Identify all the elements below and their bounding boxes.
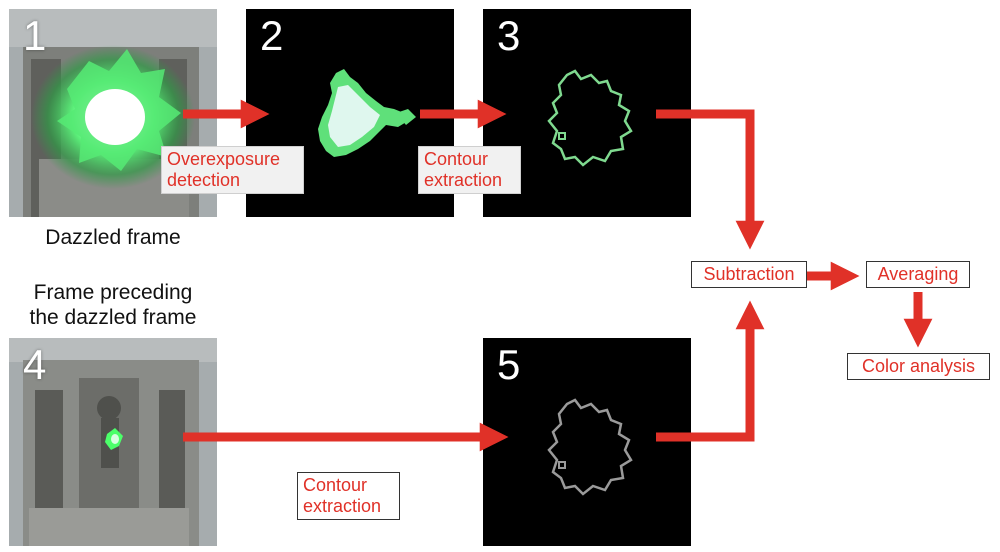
label-line-1: Contour — [424, 149, 489, 169]
label-text: Color analysis — [861, 356, 976, 376]
caption-preceding-frame: Frame preceding the dazzled frame — [0, 280, 226, 330]
contour-extraction-bottom-label: Contour extraction — [297, 472, 400, 520]
panel-number: 1 — [23, 12, 47, 59]
subtraction-label: Subtraction — [691, 261, 807, 288]
grey-contour-image — [547, 398, 633, 496]
label-line-1: Overexposure — [167, 149, 281, 169]
label-text: Subtraction — [703, 264, 795, 284]
panel-number: 5 — [497, 341, 521, 388]
caption-line-1: Frame preceding — [33, 281, 193, 304]
label-text: Averaging — [877, 264, 959, 284]
label-line-2: extraction — [303, 496, 382, 516]
overexposure-detection-label: Overexposure detection — [161, 146, 304, 194]
label-line-1: Contour — [303, 475, 368, 495]
label-line-2: detection — [167, 170, 241, 190]
panel-4-preceding-frame: 4 — [9, 338, 217, 546]
contour-extraction-top-label: Contour extraction — [418, 146, 521, 194]
green-contour-image — [547, 69, 633, 167]
overexposed-region-image — [318, 69, 416, 157]
label-line-2: extraction — [424, 170, 503, 190]
color-analysis-label: Color analysis — [847, 353, 990, 380]
panel-number: 4 — [23, 341, 47, 388]
averaging-label: Averaging — [866, 261, 970, 288]
panel-number: 2 — [260, 12, 284, 59]
panel-5-contour: 5 — [483, 338, 691, 546]
panel-number: 3 — [497, 12, 521, 59]
caption-line-2: the dazzled frame — [29, 306, 197, 329]
caption-text: Dazzled frame — [45, 226, 181, 249]
preceding-frame-image — [9, 338, 217, 546]
caption-dazzled-frame: Dazzled frame — [0, 225, 226, 250]
